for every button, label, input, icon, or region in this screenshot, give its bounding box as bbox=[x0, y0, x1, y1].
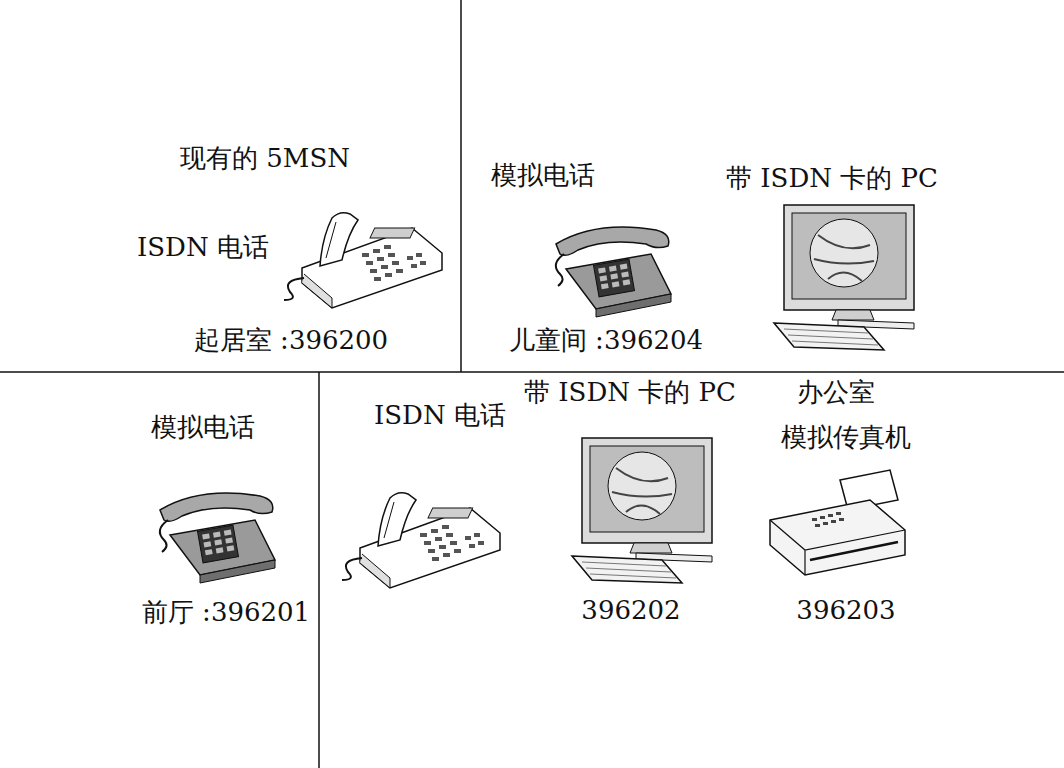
room-label: 带 ISDN 卡的 PC bbox=[524, 378, 736, 407]
isdn-phone-icon bbox=[342, 493, 500, 588]
room-label: ISDN 电话 bbox=[137, 233, 269, 262]
room-label: 起居室 :396200 bbox=[194, 326, 388, 355]
room-label: 儿童间 :396204 bbox=[509, 326, 703, 355]
room-label: 现有的 5MSN bbox=[180, 144, 350, 173]
room-divider bbox=[318, 372, 320, 768]
room-label: 办公室 bbox=[797, 378, 875, 407]
isdn-phone-icon bbox=[284, 213, 442, 308]
room-label: 模拟电话 bbox=[491, 161, 595, 190]
analog-phone-icon bbox=[160, 493, 275, 583]
analog-phone-icon bbox=[556, 227, 671, 317]
fax-icon bbox=[770, 470, 905, 575]
room-label: 模拟电话 bbox=[151, 413, 255, 442]
room-label: 前厅 :396201 bbox=[142, 598, 310, 627]
room-label: 带 ISDN 卡的 PC bbox=[726, 164, 938, 193]
room-label: 396203 bbox=[796, 596, 895, 625]
room-label: 396202 bbox=[581, 596, 680, 625]
room-label: ISDN 电话 bbox=[374, 401, 506, 430]
room-divider bbox=[0, 371, 1064, 373]
room-divider bbox=[460, 0, 462, 372]
pc-icon bbox=[774, 205, 914, 350]
pc-icon bbox=[572, 438, 712, 583]
room-label: 模拟传真机 bbox=[781, 423, 911, 452]
